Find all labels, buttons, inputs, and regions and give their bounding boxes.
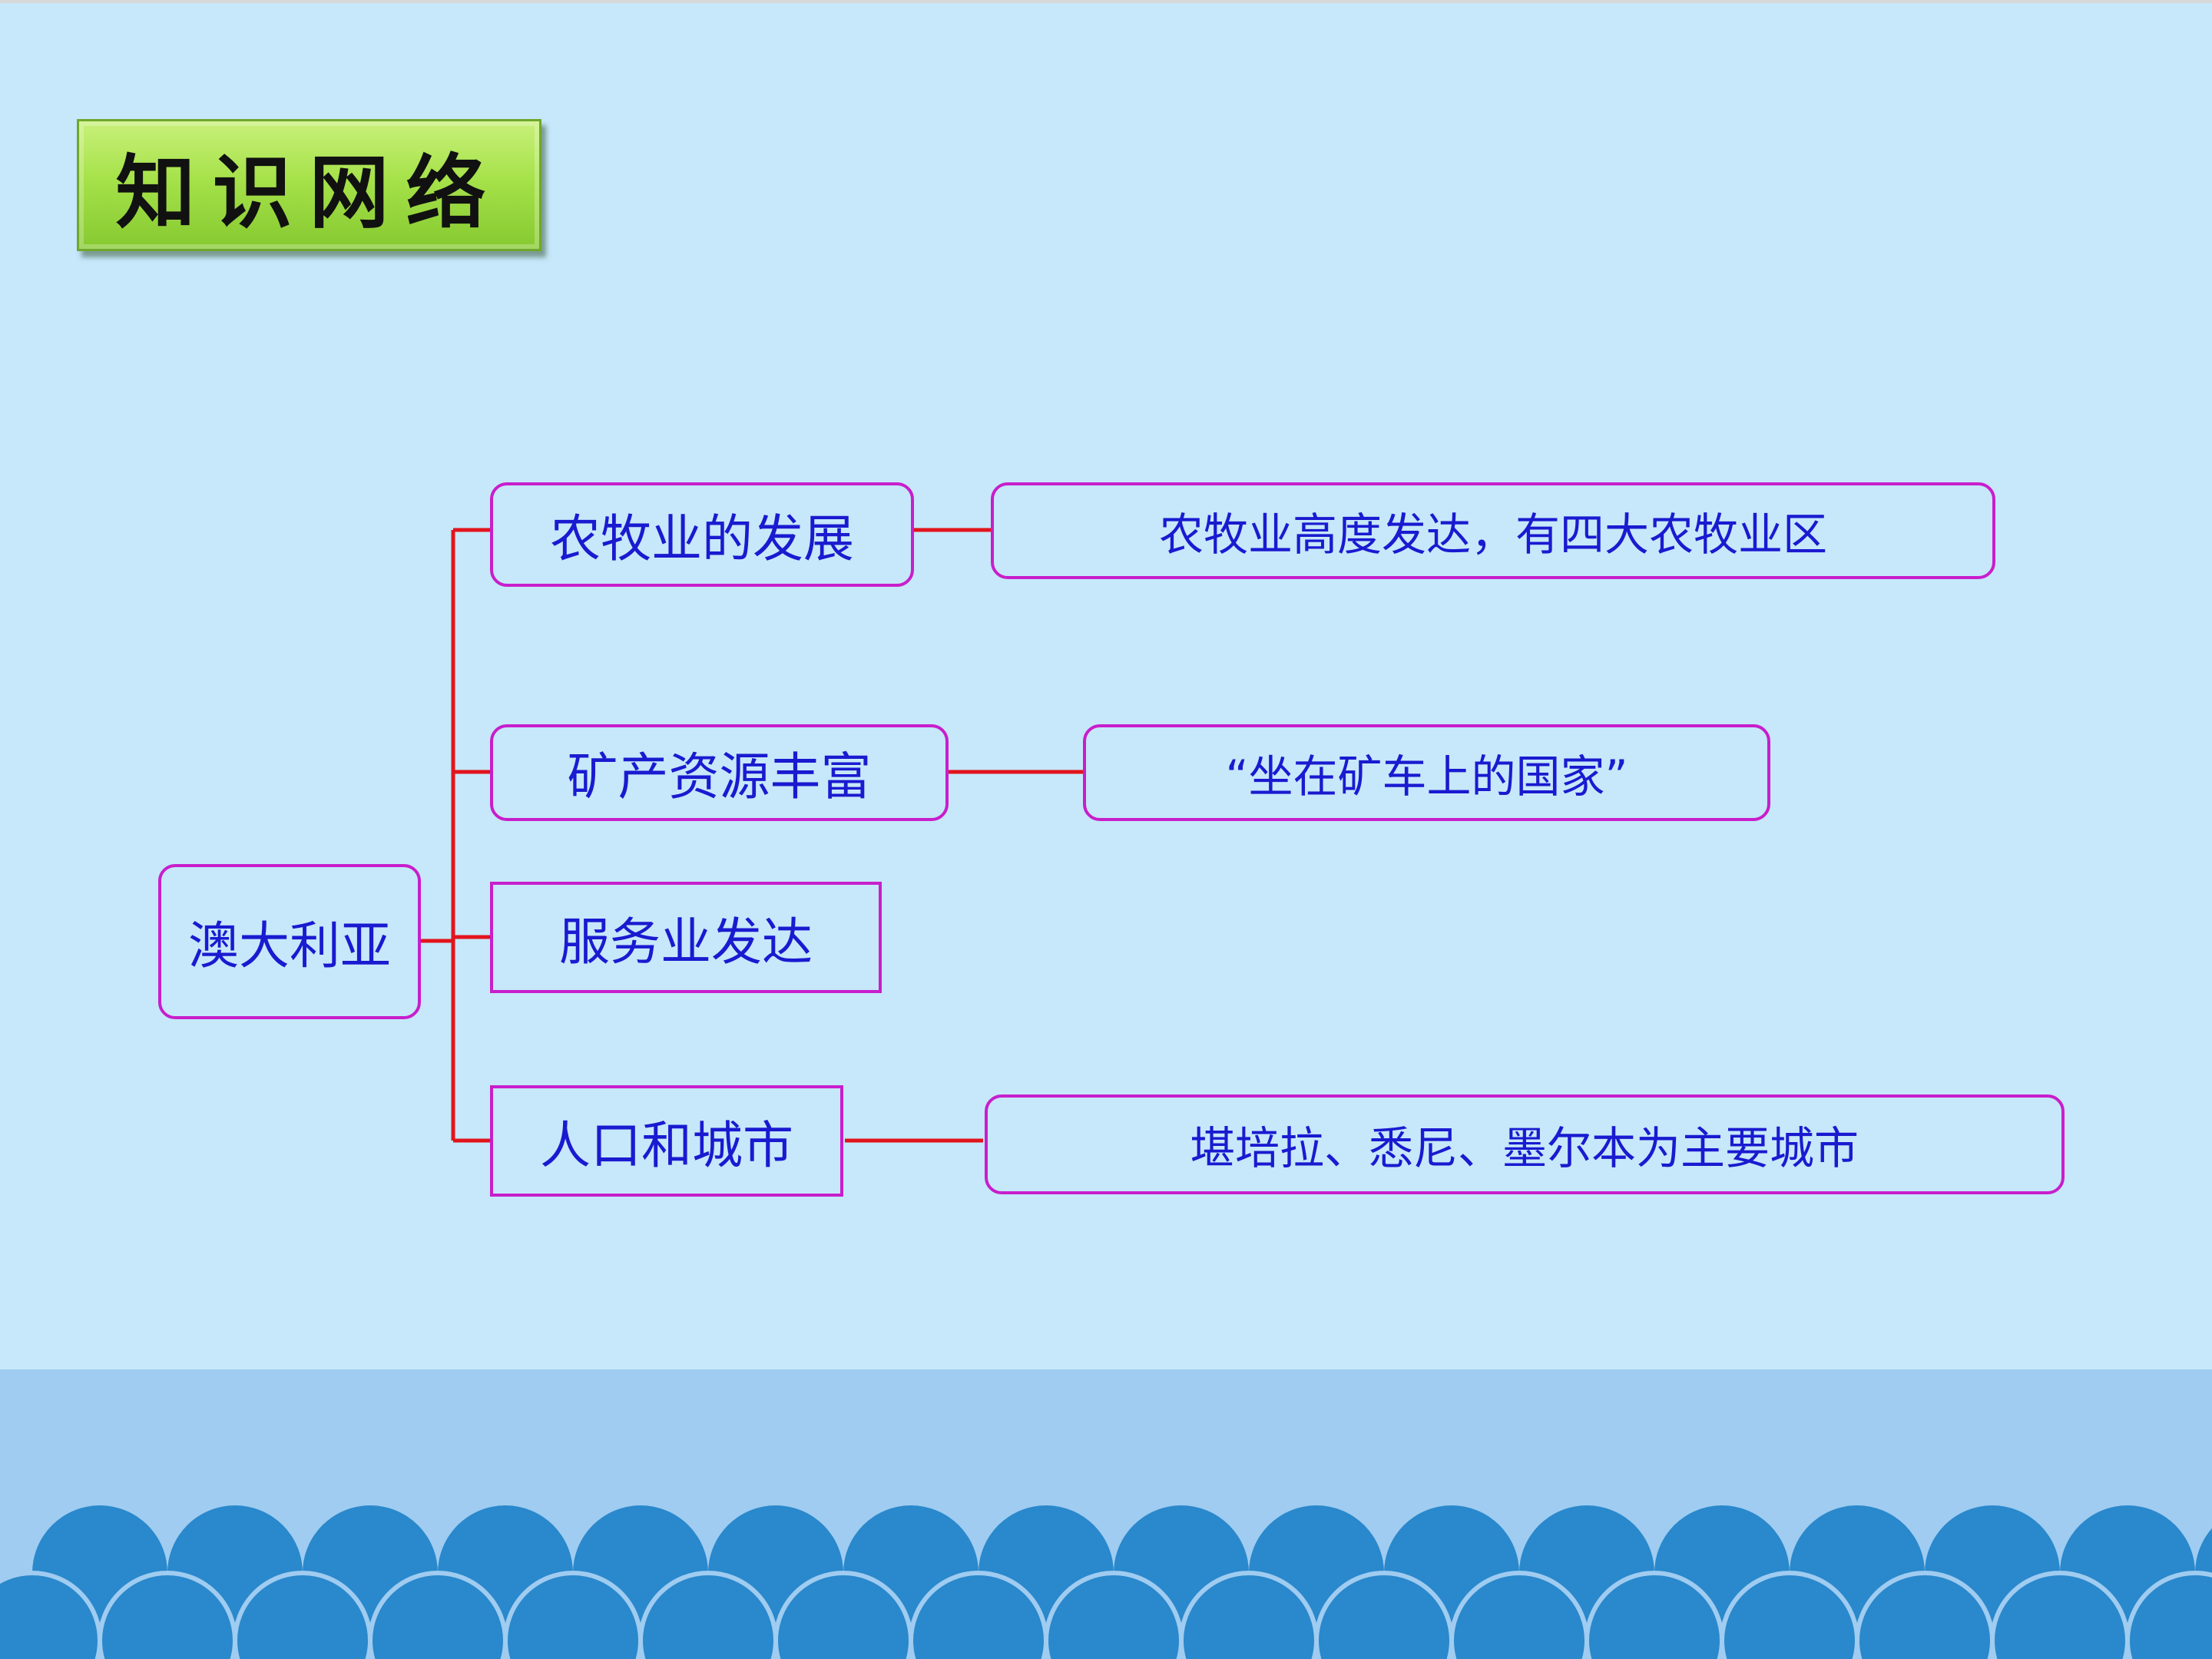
branch-node-agriculture: 农牧业的发展 bbox=[490, 482, 914, 587]
branch-node-services: 服务业发达 bbox=[490, 882, 882, 993]
wave-decoration bbox=[0, 1505, 2212, 1659]
detail-label: “坐在矿车上的国家” bbox=[1225, 750, 1628, 803]
detail-node-agriculture: 农牧业高度发达，有四大农牧业区 bbox=[991, 482, 1995, 579]
detail-label: 农牧业高度发达，有四大农牧业区 bbox=[1158, 508, 1827, 561]
root-node: 澳大利亚 bbox=[158, 864, 421, 1019]
root-label: 澳大利亚 bbox=[188, 916, 391, 975]
slide-title: 知识网络 bbox=[115, 144, 503, 240]
branch-label: 农牧业的发展 bbox=[550, 509, 854, 568]
wave-scallop bbox=[2125, 1571, 2212, 1659]
branch-node-minerals: 矿产资源丰富 bbox=[490, 724, 949, 821]
detail-node-population: 堪培拉、悉尼、墨尔本为主要城市 bbox=[985, 1094, 2065, 1194]
top-border bbox=[0, 0, 2212, 3]
branch-label: 人口和城市 bbox=[540, 1115, 793, 1175]
branch-label: 服务业发达 bbox=[559, 912, 813, 972]
branch-node-population: 人口和城市 bbox=[490, 1085, 843, 1197]
wave-row-front bbox=[0, 1571, 2212, 1659]
detail-node-minerals: “坐在矿车上的国家” bbox=[1083, 724, 1770, 821]
branch-label: 矿产资源丰富 bbox=[567, 747, 872, 806]
title-badge: 知识网络 bbox=[77, 119, 541, 251]
detail-label: 堪培拉、悉尼、墨尔本为主要城市 bbox=[1190, 1122, 1859, 1174]
